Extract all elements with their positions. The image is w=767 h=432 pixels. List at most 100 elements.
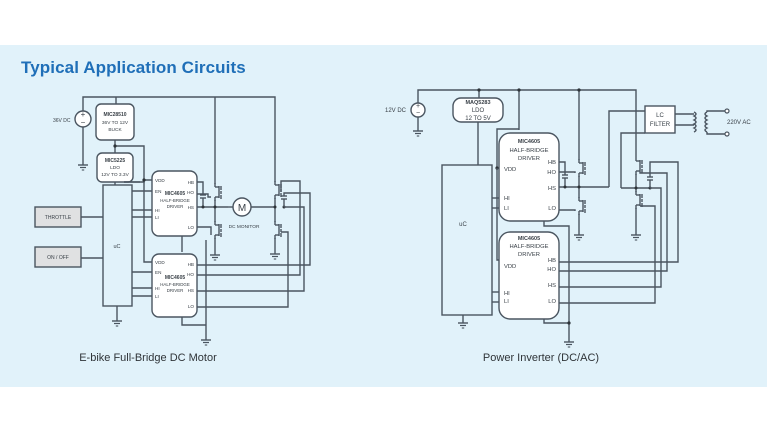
svg-text:LC: LC [656,113,664,119]
svg-text:HO: HO [187,190,194,195]
svg-text:THROTTLE: THROTTLE [45,215,72,221]
left-bridge-b [197,180,311,308]
svg-text:HO: HO [547,267,556,273]
left-buck-converter: MIC28510 36V TO 12V BUCK [95,103,135,141]
svg-text:uC: uC [459,222,467,228]
right-microcontroller: uC [441,164,493,329]
throttle-input: THROTTLE [34,206,103,228]
svg-text:MIC4605: MIC4605 [165,275,186,281]
ground-icon [412,130,424,137]
svg-text:HALF-BRIDGE: HALF-BRIDGE [160,282,190,287]
svg-text:36V TO 12V: 36V TO 12V [102,120,129,126]
right-driver-bottom: MIC4605 HALF-BRIDGE DRIVER VDD HI LI HB … [498,231,560,320]
right-source-label: 12V DC [385,108,407,114]
left-top-rail [82,96,276,182]
mosfet-icon [214,182,222,202]
svg-text:HS: HS [548,186,556,192]
svg-text:LI: LI [504,206,509,212]
svg-text:−: − [416,110,420,117]
transformer-icon: 220V AC [692,108,751,137]
svg-text:MIC4605: MIC4605 [518,139,540,145]
left-circuit-ebike: + − 36V DC MIC28510 36V TO 12V BUCK MIC5… [34,96,311,346]
svg-text:DRIVER: DRIVER [167,288,184,293]
svg-text:VDD: VDD [504,167,516,173]
svg-text:HI: HI [504,196,510,202]
svg-text:EN: EN [155,189,161,194]
svg-text:HI: HI [155,208,160,213]
svg-text:MIC4605: MIC4605 [165,191,186,197]
right-driver-top: MIC4605 HALF-BRIDGE DRIVER VDD HI LI HB … [498,132,560,222]
svg-text:+: + [81,110,86,119]
svg-text:HB: HB [188,180,194,185]
svg-text:LI: LI [155,215,159,220]
right-bridge-a [559,110,645,241]
svg-text:HS: HS [188,288,194,293]
svg-text:VDD: VDD [155,178,165,183]
svg-text:LO: LO [548,206,556,212]
right-caption: Power Inverter (DC/AC) [483,352,599,364]
mosfet-icon [578,158,586,178]
ground-icon [77,164,89,171]
svg-text:HB: HB [188,262,194,267]
ground-icon [457,322,469,329]
left-driver-bottom: VDD EN HI LI MIC4605 HALF-BRIDGE DRIVER … [151,253,198,318]
svg-text:MIC5225: MIC5225 [105,158,126,164]
lc-filter: LC FILTER [644,105,694,134]
right-ldo: MAQ5283 LDO 12 TO 5V [452,97,504,123]
svg-text:LO: LO [548,299,556,305]
svg-text:HI: HI [155,286,160,291]
right-circuit-inverter: + − 12V DC MAQ5283 LDO 12 TO 5V uC [385,88,751,348]
svg-text:LI: LI [155,294,159,299]
svg-text:VDD: VDD [155,260,165,265]
output-terminal-icon [724,131,730,137]
svg-text:MIC28510: MIC28510 [103,112,126,118]
on-off-input: ON / OFF [34,246,103,268]
svg-text:HALF-BRIDGE: HALF-BRIDGE [160,198,190,203]
left-source-label: 36V DC [53,118,71,124]
svg-text:HS: HS [188,205,194,210]
svg-text:HB: HB [548,160,556,166]
right-bridge-b [559,132,679,304]
ground-icon [573,234,585,241]
svg-text:LDO: LDO [110,165,120,171]
svg-text:EN: EN [155,270,161,275]
svg-text:VDD: VDD [504,264,516,270]
svg-text:ON / OFF: ON / OFF [47,255,69,261]
svg-text:DRIVER: DRIVER [518,252,540,258]
svg-text:HALF-BRIDGE: HALF-BRIDGE [510,244,549,250]
mosfet-icon [274,180,282,200]
left-dc-source: + − 36V DC [53,110,92,171]
left-driver-top: VDD EN HI LI MIC4605 HALF-BRIDGE DRIVER … [151,170,198,237]
ground-icon [200,339,212,346]
ground-icon [269,253,281,260]
svg-text:DRIVER: DRIVER [518,156,540,162]
ground-icon [111,320,123,327]
svg-text:HO: HO [547,170,556,176]
svg-text:uC: uC [113,244,120,250]
motor-label: DC MONITOR [229,224,260,230]
svg-text:HALF-BRIDGE: HALF-BRIDGE [510,148,549,154]
ground-icon [209,254,221,261]
svg-text:MAQ5283: MAQ5283 [465,100,490,106]
svg-text:LO: LO [188,225,195,230]
ground-icon [630,234,642,241]
svg-text:LI: LI [504,299,509,305]
svg-text:LO: LO [188,304,195,309]
mosfet-icon [214,220,222,240]
right-dc-source: + − 12V DC [385,102,426,137]
svg-text:HO: HO [187,272,194,277]
svg-text:HB: HB [548,258,556,264]
svg-text:DRIVER: DRIVER [167,204,184,209]
left-caption: E-bike Full-Bridge DC Motor [79,352,217,364]
svg-text:MIC4605: MIC4605 [518,236,540,242]
output-terminal-icon [724,108,730,114]
mosfet-icon [274,220,282,240]
mosfet-icon [578,196,586,216]
svg-text:HS: HS [548,283,556,289]
svg-text:BUCK: BUCK [108,127,122,133]
dc-motor: M DC MONITOR [228,197,275,230]
ground-icon [563,341,575,348]
svg-text:FILTER: FILTER [650,122,671,128]
svg-text:12V TO 3.3V: 12V TO 3.3V [101,172,129,178]
